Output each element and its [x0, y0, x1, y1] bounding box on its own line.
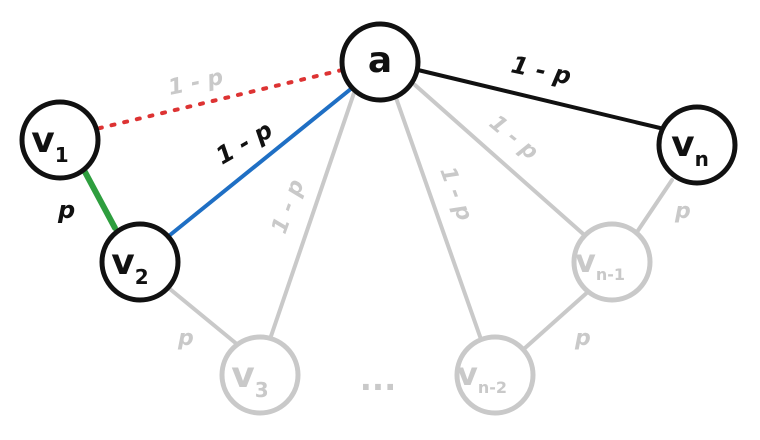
edge-label-v2-v3: p — [177, 326, 194, 351]
edge-label-a-vn1: 1 - p — [484, 110, 543, 165]
edge-label-a-v3: 1 - p — [267, 176, 309, 237]
node-v2-label: v2 — [111, 242, 148, 289]
node-vn2: vn-2 — [454, 334, 536, 416]
edge-label-vn1-vn: p — [674, 199, 691, 224]
node-vn1: vn-1 — [571, 221, 653, 303]
node-v1: v1 — [19, 99, 101, 181]
edge-v1-v2 — [82, 169, 118, 231]
edge-a-vn1 — [413, 83, 592, 242]
edge-a-v1-dotted — [98, 68, 344, 130]
edge-a-v2 — [168, 86, 354, 237]
edge-label-v1-v2: p — [57, 196, 75, 224]
node-a: a — [339, 21, 421, 103]
edge-v2-v3 — [163, 283, 240, 347]
edge-a-v3 — [266, 88, 357, 347]
node-vn: vn — [656, 104, 738, 186]
node-v2: v2 — [99, 221, 181, 303]
edge-label-a-v1: 1 - p — [166, 65, 226, 101]
node-vn2-label: vn-2 — [457, 355, 507, 397]
edge-vn1-vn — [633, 178, 674, 237]
edge-label-vn2-vn1: p — [574, 326, 591, 351]
ellipsis: ... — [360, 360, 396, 398]
edge-label-a-vn2: 1 - p — [434, 164, 476, 225]
edge-a-vn — [416, 68, 662, 130]
edge-a-vn2 — [393, 93, 485, 347]
node-v3: v3 — [219, 334, 301, 416]
node-a-label: a — [368, 40, 392, 81]
node-vn1-label: vn-1 — [575, 242, 625, 284]
edge-vn2-vn1 — [523, 288, 592, 350]
node-v3-label: v3 — [231, 355, 268, 402]
node-v1-label: v1 — [31, 120, 68, 167]
edge-label-a-v2: 1 - p — [211, 116, 277, 171]
node-vn-label: vn — [671, 124, 709, 171]
edge-label-a-vn: 1 - p — [509, 50, 574, 90]
